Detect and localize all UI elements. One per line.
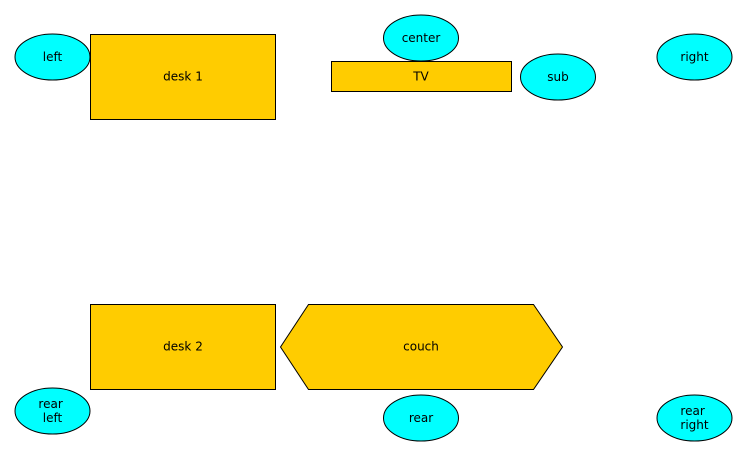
desk-1-label: desk 1 — [163, 70, 203, 84]
speaker-sub-label: sub — [547, 70, 568, 84]
desk-2-shape — [90, 304, 276, 390]
speaker-left-shape — [14, 33, 91, 81]
speaker-rear-shape — [383, 394, 459, 442]
couch-shape — [279, 304, 564, 390]
couch[interactable]: couch — [279, 304, 564, 390]
tv-label: TV — [412, 70, 429, 84]
tv-shape — [331, 61, 512, 92]
couch-label: couch — [403, 340, 439, 354]
speaker-rear-left[interactable]: rear left — [14, 387, 91, 435]
speaker-left-label: left — [43, 50, 63, 64]
speaker-rear-left-label: rear left — [38, 397, 66, 425]
tv[interactable]: TV — [331, 61, 512, 92]
desk-1-shape — [90, 34, 276, 120]
speaker-center[interactable]: center — [383, 14, 459, 62]
speaker-rear[interactable]: rear — [383, 394, 459, 442]
desk-2[interactable]: desk 2 — [90, 304, 276, 390]
speaker-sub[interactable]: sub — [520, 53, 596, 101]
speaker-left[interactable]: left — [14, 33, 91, 81]
speaker-right-shape — [656, 33, 733, 81]
speaker-sub-shape — [520, 53, 596, 101]
speaker-center-shape — [383, 14, 459, 62]
speaker-right[interactable]: right — [656, 33, 733, 81]
speaker-rear-label: rear — [409, 411, 433, 425]
speaker-center-label: center — [402, 31, 441, 45]
speaker-rear-right[interactable]: rear right — [656, 394, 733, 442]
desk-1[interactable]: desk 1 — [90, 34, 276, 120]
speaker-rear-left-shape — [14, 387, 91, 435]
desk-2-label: desk 2 — [163, 340, 203, 354]
speaker-rear-right-shape — [656, 394, 733, 442]
speaker-rear-right-label: rear right — [680, 404, 708, 432]
speaker-right-label: right — [680, 50, 708, 64]
